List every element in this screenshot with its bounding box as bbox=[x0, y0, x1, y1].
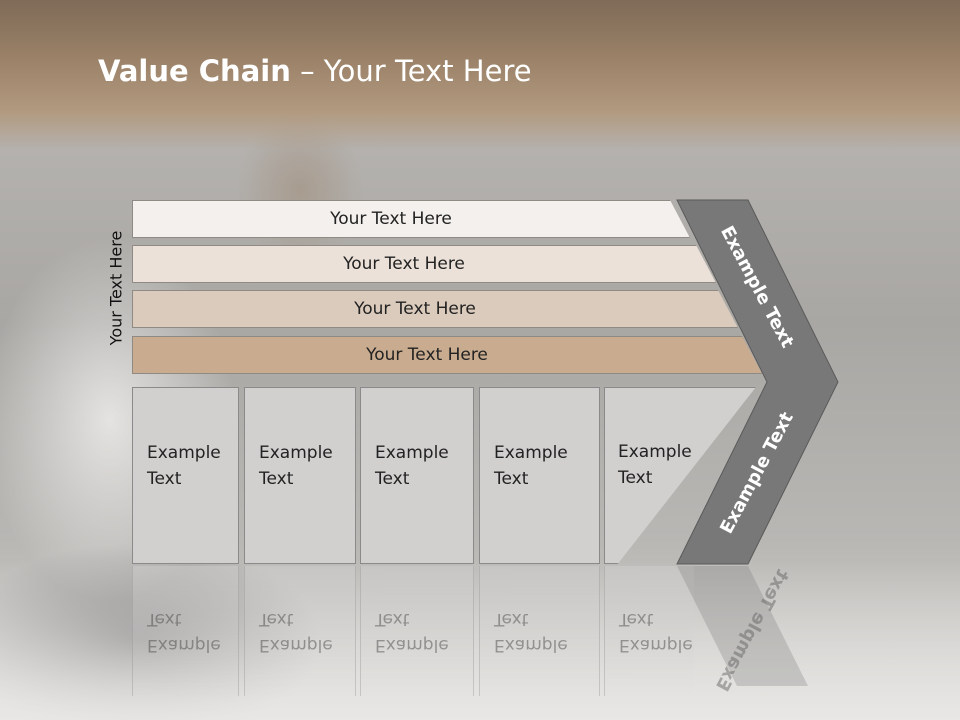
title-band bbox=[0, 0, 960, 150]
column-2-reflection-line2: Text bbox=[259, 609, 294, 629]
column-3-reflection-line1: Example bbox=[375, 635, 449, 655]
column-3-line2: Text bbox=[375, 469, 410, 489]
bar-1-label: Your Text Here bbox=[330, 209, 452, 229]
column-3-line1: Example bbox=[375, 443, 449, 463]
column-5-line1: Example bbox=[618, 442, 692, 462]
column-2-line2: Text bbox=[259, 469, 294, 489]
column-5-reflection-line1: Example bbox=[619, 635, 693, 655]
background-fade bbox=[0, 560, 960, 720]
column-1-line1: Example bbox=[147, 443, 221, 463]
column-5-reflection-text: Example Text bbox=[619, 606, 693, 658]
bar-2: Your Text Here bbox=[132, 245, 716, 283]
bar-3: Your Text Here bbox=[132, 290, 738, 328]
column-2-reflection-text: Example Text bbox=[259, 606, 333, 658]
column-2-reflection-line1: Example bbox=[259, 635, 333, 655]
column-2-line1: Example bbox=[259, 443, 333, 463]
bar-3-label: Your Text Here bbox=[354, 299, 476, 319]
column-4-line2: Text bbox=[494, 469, 529, 489]
column-3-reflection-text: Example Text bbox=[375, 606, 449, 658]
slide-title-rest: – Your Text Here bbox=[290, 54, 532, 88]
column-1-reflection: Example Text bbox=[132, 566, 239, 696]
column-3-reflection-line2: Text bbox=[375, 609, 410, 629]
column-5-line2: Text bbox=[618, 468, 653, 488]
bar-1: Your Text Here bbox=[132, 200, 690, 238]
column-2-reflection: Example Text bbox=[244, 566, 356, 696]
column-4-reflection-line1: Example bbox=[494, 635, 568, 655]
side-label: Your Text Here bbox=[106, 230, 126, 346]
column-3-reflection: Example Text bbox=[360, 566, 474, 696]
column-1-reflection-line1: Example bbox=[147, 635, 221, 655]
column-4-reflection-line2: Text bbox=[494, 609, 529, 629]
column-5-reflection-line2: Text bbox=[619, 609, 654, 629]
column-4-line1: Example bbox=[494, 443, 568, 463]
slide-title-bold: Value Chain bbox=[98, 54, 291, 88]
column-4-reflection-text: Example Text bbox=[494, 606, 568, 658]
bar-4-label: Your Text Here bbox=[366, 345, 488, 365]
slide-title: Value Chain – Your Text Here bbox=[98, 54, 532, 88]
column-4-reflection: Example Text bbox=[479, 566, 600, 696]
column-5-reflection: Example Text bbox=[604, 566, 694, 696]
bar-4: Your Text Here bbox=[132, 336, 762, 374]
bar-2-label: Your Text Here bbox=[343, 254, 465, 274]
column-1-reflection-text: Example Text bbox=[147, 606, 221, 658]
column-1-reflection-line2: Text bbox=[147, 609, 182, 629]
column-1-line2: Text bbox=[147, 469, 182, 489]
